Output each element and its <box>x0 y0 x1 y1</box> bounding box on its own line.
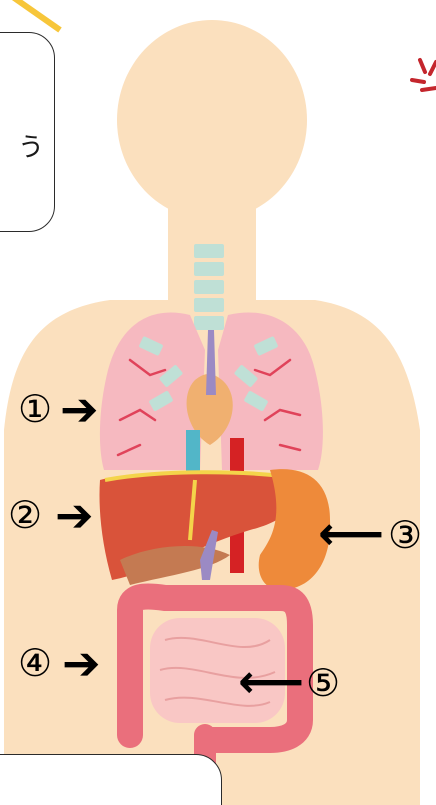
top-callout-text: う <box>18 135 44 161</box>
arrow-four-right: ➔ <box>62 640 101 686</box>
trachea <box>194 244 224 330</box>
arrow-one-right: ➔ <box>60 386 99 432</box>
bottom-callout-box <box>0 754 222 805</box>
marker-five: ⑤ <box>306 664 340 702</box>
marker-two: ② <box>8 496 42 534</box>
arrow-five-left: ⟵ <box>238 658 304 704</box>
arrow-three-left: ⟵ <box>318 510 384 556</box>
top-callout-box <box>0 32 55 232</box>
marker-three: ③ <box>388 516 422 554</box>
marker-four: ④ <box>18 644 52 682</box>
marker-one: ① <box>18 390 52 428</box>
vena-cava <box>186 430 200 475</box>
arrow-two-right: ➔ <box>55 492 94 538</box>
sunburst-icon <box>412 60 436 90</box>
sun-ray-icon <box>10 0 60 30</box>
